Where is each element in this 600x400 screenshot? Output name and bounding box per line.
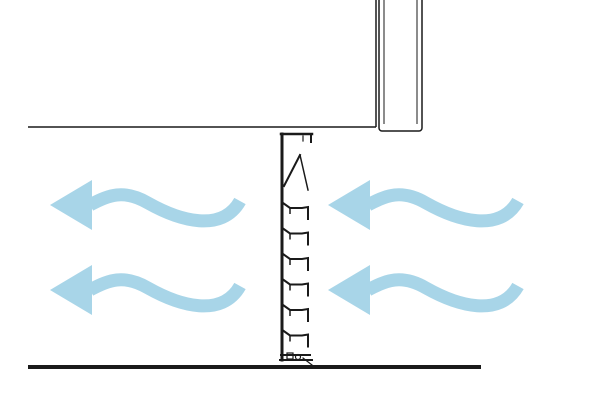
vent-slats bbox=[282, 202, 309, 348]
vent-slat bbox=[282, 253, 309, 271]
vent-slat bbox=[282, 278, 309, 297]
cabinet-leg bbox=[378, 0, 423, 132]
vent-skirting-profile bbox=[279, 132, 314, 366]
airflow-arrow-icon bbox=[328, 180, 524, 230]
vent-slat bbox=[282, 202, 309, 220]
airflow-arrow-icon bbox=[50, 265, 246, 315]
vent-slat bbox=[282, 304, 309, 322]
airflow-arrow-icon bbox=[328, 265, 524, 315]
cabinet-outline bbox=[28, 0, 377, 128]
vent-slat bbox=[282, 227, 309, 246]
vent-slat bbox=[282, 329, 309, 348]
airflow-arrow-icon bbox=[50, 180, 246, 230]
airflow-arrows bbox=[50, 180, 524, 315]
